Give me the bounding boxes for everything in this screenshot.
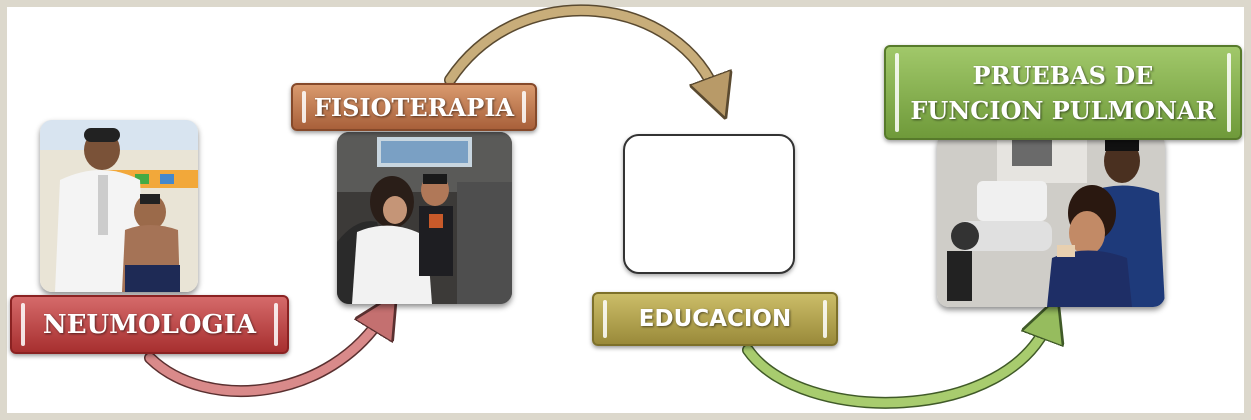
fisioterapia-photo — [337, 132, 512, 304]
arrow-neumologia-to-fisioterapia — [144, 312, 385, 398]
step-label-text-line1: PRUEBAS DE — [972, 60, 1154, 90]
arrow-fisioterapia-to-educacion — [444, 4, 718, 98]
neumologia-photo — [40, 120, 198, 292]
step-label-fisioterapia: FISIOTERAPIA — [291, 83, 537, 131]
arrow-educacion-to-pruebas — [742, 318, 1050, 409]
educacion-image-placeholder — [623, 134, 795, 274]
step-label-text: EDUCACION — [638, 306, 792, 332]
step-label-neumologia: NEUMOLOGIA — [10, 295, 289, 354]
step-label-text-line2: FUNCION PULMONAR — [910, 95, 1216, 125]
step-label-text: FISIOTERAPIA — [313, 92, 515, 122]
step-label-educacion: EDUCACION — [592, 292, 838, 346]
step-label-pruebas: PRUEBAS DE FUNCION PULMONAR — [884, 45, 1242, 140]
step-label-text: NEUMOLOGIA — [42, 309, 257, 340]
pruebas-photo — [937, 133, 1165, 307]
